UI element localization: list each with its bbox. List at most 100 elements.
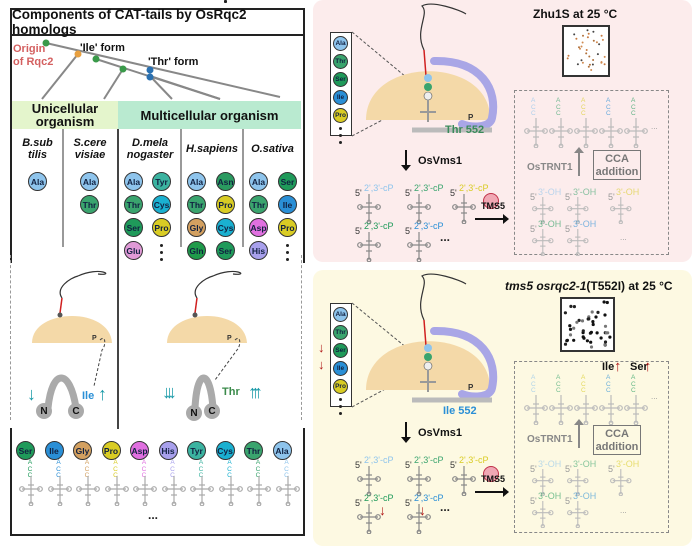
five-prime-label: 5' <box>450 188 457 198</box>
trna-cloverleaf-icon <box>357 194 381 224</box>
five-prime-label: 5' <box>530 464 537 474</box>
residue-thr: Thr <box>187 195 206 214</box>
pollen-grain <box>586 36 589 39</box>
column-divider <box>180 129 182 247</box>
five-prime-label: 5' <box>565 496 572 506</box>
pollen-grain <box>599 336 603 340</box>
trna-cloverleaf-icon <box>47 476 72 506</box>
pollen-grain <box>582 34 584 37</box>
trna-cloverleaf-icon <box>624 395 648 425</box>
hydroxyl-label: 3'-OH <box>573 187 597 197</box>
top-pollen-dots <box>566 29 606 71</box>
residue-ser: Ser <box>333 343 348 358</box>
pollen-grain <box>563 311 567 315</box>
pollen-grain <box>601 38 604 41</box>
pollen-grain <box>585 49 588 51</box>
bottom-arrow-down <box>405 422 407 440</box>
residue-ala: Ala <box>124 172 143 191</box>
pollen-grain <box>603 55 606 58</box>
pollen-grain <box>581 41 584 44</box>
svg-text:P: P <box>468 113 474 122</box>
bottom-tms5-inhibitor: TMS5 <box>481 466 505 487</box>
c-label: C <box>208 405 216 417</box>
top-enzyme2: OsTRNT1 <box>527 162 573 173</box>
species-name-line2: visiae <box>74 149 106 161</box>
cyclic-phosphate-label: 2',3'-cP <box>459 183 489 193</box>
pollen-grain <box>568 324 572 328</box>
residue-thr: Thr <box>124 195 143 214</box>
hydroxyl-label: 3'-OH <box>538 219 562 229</box>
residue-ala: Ala <box>249 172 268 191</box>
trna-cloverleaf-icon <box>76 476 100 506</box>
trna-cloverleaf-icon <box>567 197 589 224</box>
residue-ala: Ala <box>28 172 47 191</box>
residue-his: His <box>158 441 178 460</box>
tms5-label: TMS5 <box>481 201 506 211</box>
five-prime-label: 5' <box>565 192 572 202</box>
bottom-ribosome: P <box>352 273 498 408</box>
trna-cloverleaf-icon <box>407 466 431 496</box>
five-prime-label: 5' <box>608 464 615 474</box>
hydroxyl-label: 3'-OH <box>538 459 562 469</box>
bottom-arrow-up <box>578 422 580 448</box>
origin-label-line1: Origin <box>13 43 46 55</box>
pollen-grain <box>588 63 591 66</box>
species-osativa: O.sativa <box>245 143 300 155</box>
trna-cloverleaf-icon <box>161 476 186 506</box>
n-terminus-left: N <box>36 403 52 419</box>
hydroxyl-label: 3'-OH <box>616 187 640 197</box>
zoom-dashed-line <box>352 31 425 93</box>
cca-line1: CCA <box>605 428 629 440</box>
residue-asn: Asn <box>216 172 235 191</box>
top-processing-box <box>514 90 669 255</box>
cyclic-phosphate-label: 2',3'-cP <box>414 493 444 503</box>
c-terminus-left: C <box>68 403 84 419</box>
bottom-oh-ellipsis: ... <box>620 506 627 515</box>
residue-pro: Pro <box>333 108 348 123</box>
pollen-grain <box>603 340 608 344</box>
trna-cloverleaf-icon <box>549 118 573 148</box>
trna-cloverleaf-icon <box>190 476 214 506</box>
origin-label: Origin of Rqc2 <box>13 43 53 69</box>
top-residue-site: Thr 552 <box>445 124 485 136</box>
triple-arrow-down-icon: ↓↓↓ <box>162 382 177 402</box>
arrow-down-icon: ↓ <box>27 384 36 404</box>
left-panel: Components of CAT-tails by OsRqc2 homolo… <box>10 7 305 433</box>
svg-text:P: P <box>468 383 474 392</box>
decrease-arrow-icon: ↓ <box>419 502 426 518</box>
residue-ala: Ala <box>333 307 348 322</box>
hydroxyl-label: 3'-OH <box>616 459 640 469</box>
pollen-grain <box>592 59 595 61</box>
trna-cloverleaf-icon <box>610 469 632 496</box>
trna-cloverleaf-icon <box>532 469 554 496</box>
column-divider <box>62 129 64 247</box>
trna-cloverleaf-icon <box>247 476 271 506</box>
cyclic-phosphate-label: 2',3'-cP <box>364 455 394 465</box>
pollen-grain <box>587 65 590 68</box>
pollen-grain <box>563 342 568 346</box>
bottom-arrow-right-head <box>503 487 509 497</box>
top-cp-ellipsis: ... <box>440 230 451 244</box>
trna-cloverleaf-icon <box>599 118 623 148</box>
pollen-grain <box>600 61 603 64</box>
nascent-chain <box>419 3 467 51</box>
cca-line2: addition <box>595 166 639 178</box>
residue-thr: Thr <box>333 325 348 340</box>
thr-form-label: 'Thr' form <box>148 56 199 68</box>
cca-line1: CCA <box>605 153 629 165</box>
ser-increase-arrow-icon: ↑ <box>644 358 652 375</box>
rqc2-arm <box>430 326 498 401</box>
bottom-residue-site: Ile 552 <box>443 405 477 417</box>
top-ribosome: P <box>352 3 498 137</box>
residue-ser: Ser <box>124 218 143 237</box>
top-arrow-right <box>475 218 505 220</box>
cyclic-phosphate-label: 2',3'-cP <box>364 183 394 193</box>
pollen-grain <box>580 59 583 62</box>
residue-tyr: Tyr <box>152 172 171 191</box>
ile-increase-arrow-icon: ↑ <box>614 358 622 375</box>
pollen-grain <box>572 326 576 330</box>
